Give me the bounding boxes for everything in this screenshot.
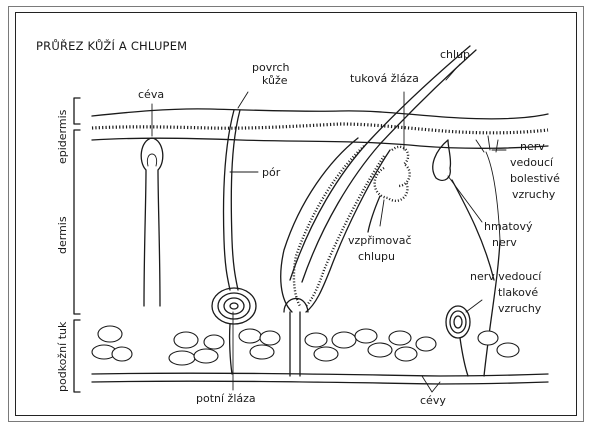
label-pressure-nerve-1: nerv vedoucí [470,270,542,283]
label-pain-nerve-2: vedoucí [510,156,554,169]
fat-cell [389,331,411,345]
dermis-bracket [74,130,80,314]
fat-cell [368,343,392,357]
pacinian-corpuscle-inner [454,316,462,328]
label-tukova-zlaza: tuková žláza [350,72,419,85]
tactile-corpuscle [433,140,451,180]
pressure-nerve-leader [466,300,482,312]
label-potni-zlaza: potní žláza [196,392,256,405]
layer-brackets [74,98,80,392]
fat-cell [239,329,261,343]
epidermis-label: epidermis [56,109,69,164]
sebaceous-gland [375,147,410,201]
sebaceous-lobe-upper [392,147,410,186]
deep-vessels [92,373,548,384]
capillary-loop [141,138,163,306]
pacinian-corpuscle-mid [450,311,466,333]
dermis-label: dermis [56,216,69,254]
label-por: pór [262,166,281,179]
sweat-duct-right [231,110,240,290]
deep-vessel-upper [92,373,548,376]
skin-layers [92,109,548,148]
sweat-gland-tail [230,324,232,374]
diagram-title: PRŮŘEZ KŮŽÍ A CHLUPEM [36,38,187,53]
fat-cell [112,347,132,361]
skin-surface [92,109,548,119]
fat-cell [305,333,327,347]
label-pressure-nerve-2: tlakové [498,286,538,299]
follicle-outer-left [281,138,358,312]
epidermis-bracket [74,98,80,124]
fat-cell [194,349,218,363]
label-chlup: chlup [440,48,470,61]
label-pain-nerve-1: nerv [520,140,545,153]
sweat-gland-coil-core [230,303,238,309]
pressure-nerve-fiber [460,338,468,376]
sweat-gland-coil-mid [218,293,250,319]
label-pain-nerve-3: bolestivé [510,172,560,185]
fat-cell [395,347,417,361]
fat-cell [355,329,377,343]
label-pain-nerve-4: vzruchy [512,188,556,201]
fat-cell [169,351,195,365]
label-vzprimovac-2: chlupu [358,250,395,263]
label-cevy: cévy [420,394,446,407]
label-pressure-nerve-3: vzruchy [498,302,542,315]
fat-cell [332,332,356,348]
fat-bracket [74,320,80,392]
label-tactile-1: hmatový [484,220,533,233]
blood-vessel-loop [141,138,163,306]
label-ceva: céva [138,88,164,101]
povrch-leader [238,92,248,108]
sweat-duct-left [223,110,234,290]
label-vzprimovac-1: vzpřimovač [348,234,412,247]
label-povrch-line2: kůže [262,74,288,87]
fat-cell [416,337,436,351]
tactile-nerve-leader [448,176,482,222]
epidermis-basal-layer [92,124,548,133]
fat-cell [204,335,224,349]
fat-cell [260,331,280,345]
deep-vessel-lower [92,381,548,384]
fat-cell [250,345,274,359]
label-tactile-2: nerv [492,236,517,249]
fat-layer-label: podkožní tuk [56,321,69,392]
fat-cell [174,332,198,348]
fat-cell [314,347,338,361]
chlup-leader [446,64,460,80]
capillary-inner [147,154,156,166]
vzprimovac-leader [380,200,384,226]
sweat-gland-coil-inner [224,298,244,314]
fat-cell [497,343,519,357]
arrector-pili-muscle [368,196,380,232]
fat-cell [98,326,122,342]
label-povrch-line1: povrch [252,61,290,74]
follicle-lining-left [294,146,364,306]
fat-cell [478,331,498,345]
